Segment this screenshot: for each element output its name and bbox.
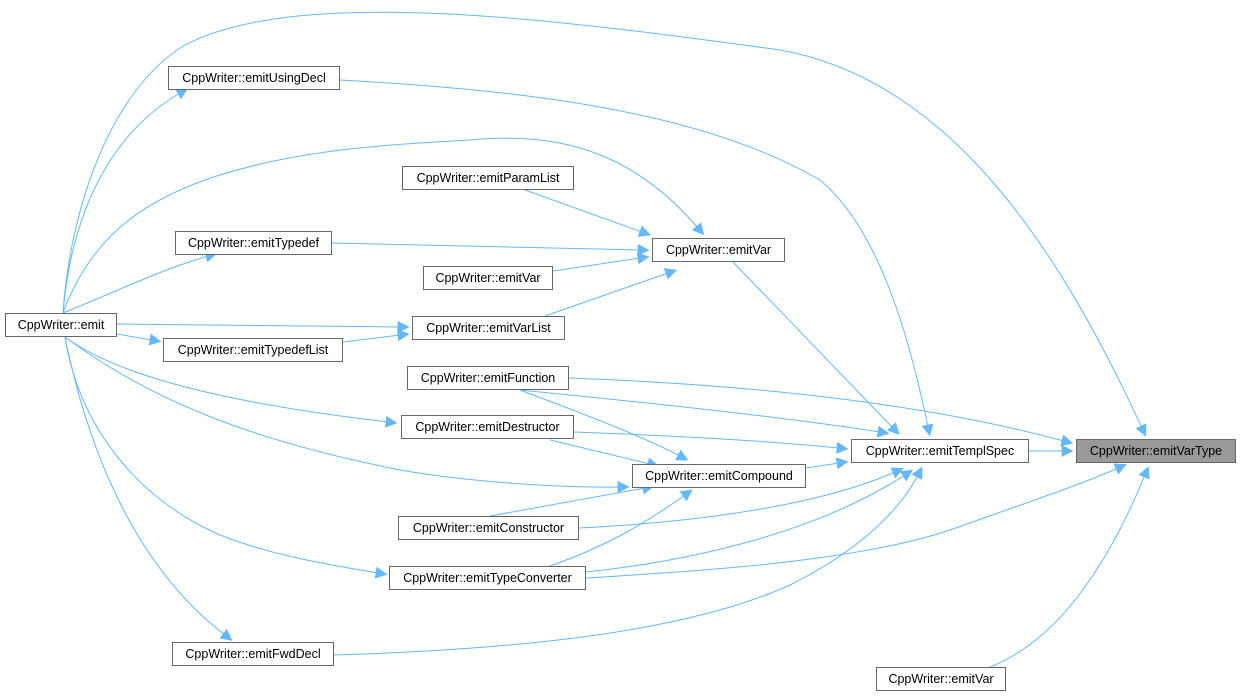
edge-emitParamList-to-emitVarMid (524, 189, 652, 237)
edge-emitVarMid-to-emitTemplSpec (732, 261, 900, 435)
node-label: CppWriter::emitFwdDecl (185, 647, 321, 661)
node-label: CppWriter::emitConstructor (412, 521, 565, 535)
node-emit[interactable]: CppWriter::emit (5, 313, 117, 337)
node-label: CppWriter::emitVarList (426, 321, 551, 335)
edge-emitConstructor-to-emitTemplSpec (578, 467, 904, 529)
edge-emit-to-emitFwdDecl (64, 336, 233, 641)
edge-emit-to-emitTypedefList (116, 333, 162, 346)
node-emitTypedefList[interactable]: CppWriter::emitTypedefList (163, 338, 343, 362)
edge-emit-to-emitDestructor (64, 336, 398, 428)
edge-emitUsingDecl-to-emitTemplSpec (339, 79, 934, 437)
edge-emit-to-emitTypedef (62, 250, 218, 314)
edge-emitDestructor-to-emitCompound (549, 439, 660, 470)
node-label: CppWriter::emitFunction (420, 371, 556, 385)
node-label: CppWriter::emitTypeConverter (403, 571, 572, 585)
node-label: CppWriter::emitVar (435, 271, 541, 285)
edge-emitVarList-to-emitVarMid (544, 268, 678, 317)
edge-emitFunction-to-emitCompound (519, 389, 689, 461)
node-label: CppWriter::emitUsingDecl (182, 71, 326, 85)
edge-emit-to-emitVarList (116, 320, 410, 333)
node-label: CppWriter::emit (17, 318, 105, 332)
node-emitVarType: CppWriter::emitVarType (1076, 439, 1236, 463)
node-emitTypeConverter[interactable]: CppWriter::emitTypeConverter (389, 566, 586, 590)
node-emitCompound[interactable]: CppWriter::emitCompound (632, 464, 806, 488)
edge-emit-to-emitTypeConverter (64, 336, 388, 579)
edge-emit-to-emitCompound (64, 336, 630, 494)
node-label: CppWriter::emitTemplSpec (865, 444, 1015, 458)
node-emitFunction[interactable]: CppWriter::emitFunction (407, 366, 569, 390)
node-emitDestructor[interactable]: CppWriter::emitDestructor (401, 415, 574, 439)
node-emitParamList[interactable]: CppWriter::emitParamList (402, 166, 574, 190)
edge-emit-to-emitUsingDecl (62, 88, 189, 314)
edge-emitFwdDecl-to-emitTemplSpec (333, 466, 923, 656)
edge-emitCompound-to-emitTemplSpec (805, 457, 849, 470)
edge-emitFunction-to-emitTemplSpec (519, 389, 890, 438)
edge-emitTypeConverter-to-emitTemplSpec (585, 469, 914, 573)
node-emitVar-left[interactable]: CppWriter::emitVar (423, 266, 553, 290)
node-label: CppWriter::emitCompound (645, 469, 793, 483)
node-label: CppWriter::emitParamList (416, 171, 560, 185)
node-emitFwdDecl[interactable]: CppWriter::emitFwdDecl (172, 642, 334, 666)
node-emitTypedef[interactable]: CppWriter::emitTypedef (175, 231, 332, 255)
node-emitConstructor[interactable]: CppWriter::emitConstructor (398, 516, 579, 540)
node-emitUsingDecl[interactable]: CppWriter::emitUsingDecl (168, 66, 340, 90)
edge-emit-to-emitVarMid (62, 137, 705, 314)
edge-emit-to-emitVarType (62, 11, 1147, 437)
node-emitTemplSpec[interactable]: CppWriter::emitTemplSpec (851, 439, 1029, 463)
node-label: CppWriter::emitDestructor (415, 420, 560, 434)
edge-emitVarLeft-to-emitVarMid (552, 252, 650, 272)
edge-emitTypedef-to-emitVarMid (331, 242, 650, 256)
node-label: CppWriter::emitTypedefList (177, 343, 329, 357)
edge-emitVarBottom-to-emitVarType (989, 466, 1150, 668)
node-label: CppWriter::emitTypedef (187, 236, 320, 250)
node-label: CppWriter::emitVar (665, 243, 772, 257)
node-emitVarList[interactable]: CppWriter::emitVarList (412, 316, 565, 340)
node-label: CppWriter::emitVarType (1089, 444, 1223, 458)
node-label: CppWriter::emitVar (888, 672, 994, 686)
edge-emitConstructor-to-emitCompound (489, 482, 655, 517)
node-emitVar-bottom[interactable]: CppWriter::emitVar (876, 667, 1006, 691)
edge-emitTypeConverter-to-emitCompound (549, 489, 693, 567)
edge-emitDestructor-to-emitTemplSpec (573, 431, 849, 454)
edge-emitTypeConverter-to-emitVarType (585, 463, 1127, 579)
edge-emitTypedefList-to-emitVarList (342, 329, 410, 343)
edge-emitFunction-to-emitVarType (568, 377, 1074, 447)
node-emitVar-mid[interactable]: CppWriter::emitVar (652, 238, 785, 262)
